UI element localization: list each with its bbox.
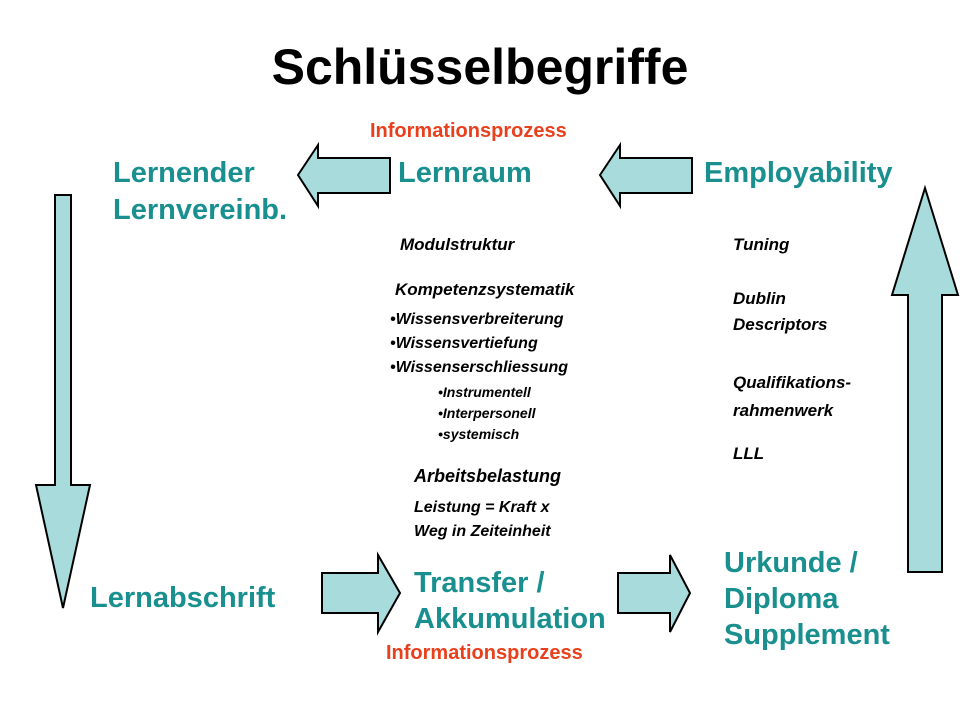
leistung-line-1: Leistung = Kraft x (414, 499, 550, 516)
dublin-descriptors-label: Dublin Descriptors (733, 286, 827, 338)
arrow-up-right (890, 184, 960, 573)
transfer-akkumulation-label: Transfer / Akkumulation (414, 565, 606, 637)
arbeitsbelastung-label: Arbeitsbelastung (414, 466, 562, 486)
urkunde-label: Urkunde / Diploma Supplement (724, 545, 890, 653)
employability-label: Employability (704, 157, 893, 189)
lll-label: LLL (733, 444, 765, 463)
kompetenz-item-text: Wissenserschliessung (395, 359, 568, 376)
erschliessung-list: •Instrumentell •Interpersonell •systemis… (438, 382, 536, 445)
erschliessung-item: •Instrumentell (438, 384, 531, 400)
lernender-line-1: Lernender (113, 157, 255, 189)
kompetenz-item-text: Wissensverbreiterung (395, 311, 564, 328)
info-process-bottom: Informationsprozess (386, 642, 583, 664)
arrow-left-top-2 (598, 141, 693, 210)
qualifikations-line-2: rahmenwerk (733, 401, 834, 420)
erschliessung-item: •systemisch (438, 426, 520, 442)
erschliessung-item-text: systemisch (442, 426, 520, 442)
erschliessung-item: •Interpersonell (438, 405, 536, 421)
kompetenz-item: •Wissensverbreiterung (390, 311, 564, 328)
erschliessung-item-text: Instrumentell (442, 384, 531, 400)
arrow-right-bottom-2 (617, 554, 692, 633)
modulstruktur-label: Modulstruktur (400, 235, 515, 254)
kompetenz-item-text: Wissensvertiefung (395, 335, 538, 352)
arrow-left-top-1 (296, 141, 391, 210)
leistung-line-2: Weg in Zeiteinheit (414, 523, 551, 540)
qualifikations-line-1: Qualifikations- (733, 373, 852, 392)
kompetenz-item: •Wissenserschliessung (390, 359, 568, 376)
lernender-label: Lernender Lernvereinb. (113, 155, 287, 229)
arrow-right-bottom-1 (321, 551, 402, 636)
dublin-line-2: Descriptors (733, 315, 828, 334)
transfer-line-2: Akkumulation (414, 603, 606, 635)
page-title: Schlüsselbegriffe (271, 39, 689, 95)
leistung-formula: Leistung = Kraft x Weg in Zeiteinheit (414, 496, 551, 544)
dublin-line-1: Dublin (733, 289, 786, 308)
erschliessung-item-text: Interpersonell (442, 405, 536, 421)
kompetenz-list: •Wissensverbreiterung •Wissensvertiefung… (390, 308, 568, 380)
lernender-line-2: Lernvereinb. (113, 194, 288, 226)
urkunde-line-3: Supplement (724, 619, 890, 651)
tuning-label: Tuning (733, 235, 790, 254)
qualifikationsrahmenwerk-label: Qualifikations- rahmenwerk (733, 369, 851, 425)
transfer-line-1: Transfer / (414, 567, 545, 599)
urkunde-line-2: Diploma (724, 583, 839, 615)
lernraum-label: Lernraum (398, 157, 532, 189)
lernabschrift-label: Lernabschrift (90, 582, 276, 614)
arrow-down-left (34, 194, 92, 609)
kompetenzsystematik-label: Kompetenzsystematik (395, 280, 575, 299)
info-process-top: Informationsprozess (370, 120, 567, 142)
urkunde-line-1: Urkunde / (724, 547, 858, 579)
kompetenz-item: •Wissensvertiefung (390, 335, 538, 352)
